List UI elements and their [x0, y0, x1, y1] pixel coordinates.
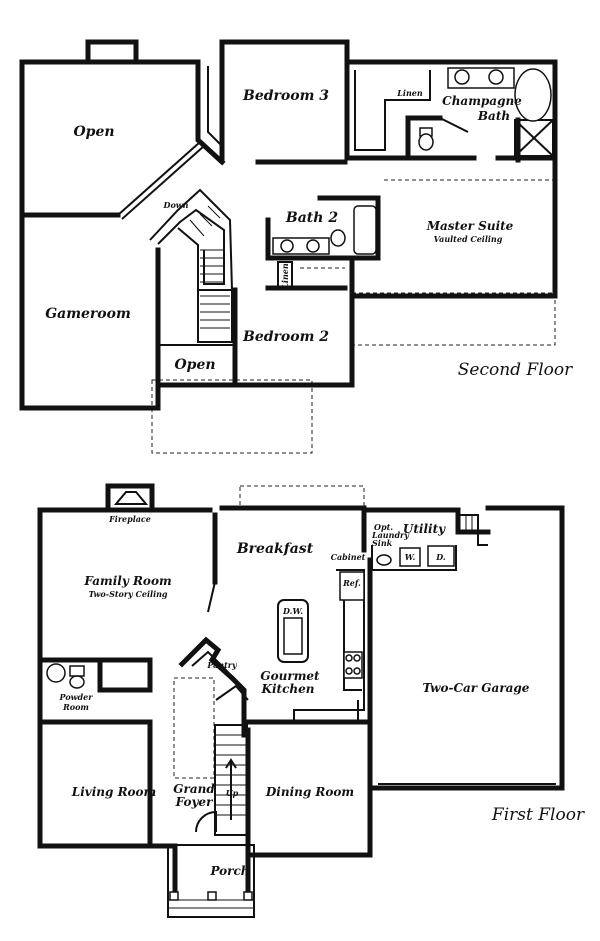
label-dryer: D. — [435, 552, 446, 562]
wall-garage — [367, 505, 565, 791]
label-bedroom3: Bedroom 3 — [242, 88, 329, 104]
open-to-below-outline — [151, 379, 313, 454]
wall-left — [37, 507, 178, 849]
toilet-door — [439, 117, 469, 133]
label-opt: Opt. — [374, 522, 393, 532]
porch-roof-outline — [351, 292, 556, 346]
wall-bath2 — [265, 217, 381, 261]
powder-closet — [97, 657, 153, 693]
label-powder-1: Powder — [59, 692, 94, 702]
door-swing — [207, 581, 216, 613]
label-utility: Utility — [403, 522, 446, 536]
refrigerator — [339, 571, 365, 601]
wall-top-right — [219, 39, 558, 163]
dryer — [427, 545, 455, 567]
label-vaulted: Vaulted Ceiling — [434, 234, 503, 244]
washer — [399, 547, 421, 567]
utility-stair — [458, 514, 488, 546]
label-champagne-1: Champagne — [442, 94, 522, 108]
kitchen-island — [277, 599, 309, 663]
closet-line — [207, 66, 223, 147]
chimney — [85, 39, 139, 65]
label-bedroom2: Bedroom 2 — [242, 329, 329, 345]
champagne-bath-fixtures — [418, 67, 552, 151]
label-breakfast: Breakfast — [236, 541, 314, 557]
foyer-dash — [173, 677, 215, 779]
wall-right — [349, 157, 558, 388]
label-cabinet: Cabinet — [331, 552, 366, 562]
label-linen-top: Linen — [396, 88, 423, 98]
label-up: Up — [226, 788, 239, 798]
second-floor-title: Second Floor — [458, 360, 573, 380]
label-gourmet-2: Kitchen — [261, 682, 315, 696]
second-floor-plan: Open Bedroom 3 Linen Champagne Bath Down… — [19, 39, 573, 454]
label-powder-2: Room — [62, 702, 89, 712]
label-ref: Ref. — [342, 578, 361, 588]
laundry-sink — [376, 554, 392, 566]
rail-open — [117, 141, 201, 216]
linen-counter — [354, 70, 431, 151]
cooktop — [343, 651, 363, 679]
stair-upper — [149, 188, 234, 343]
label-living-room: Living Room — [71, 785, 157, 799]
label-gameroom: Gameroom — [45, 306, 131, 322]
label-grand: Grand — [173, 782, 215, 796]
wall-utility-step — [455, 507, 491, 535]
counter-run — [343, 600, 362, 691]
fireplace — [105, 483, 155, 513]
label-family-note: Two-Story Ceiling — [88, 589, 167, 599]
label-gourmet-1: Gourmet — [260, 669, 320, 683]
wall-dining-right — [245, 557, 373, 858]
bay-window-outline — [239, 485, 365, 509]
porch-structure — [167, 844, 255, 918]
label-dw: D.W. — [282, 606, 303, 616]
label-laundry: Laundry — [371, 530, 410, 540]
label-sink: Sink — [372, 538, 393, 548]
label-linen-side: Linen — [280, 263, 290, 290]
label-bath2: Bath 2 — [285, 210, 338, 226]
rail-open-inner — [121, 145, 205, 220]
label-pantry: Pantry — [206, 660, 238, 670]
label-down: Down — [163, 200, 189, 210]
label-master-suite: Master Suite — [426, 219, 514, 233]
label-porch: Porch — [209, 864, 249, 878]
label-open-lower: Open — [174, 357, 215, 373]
powder-fixtures — [46, 663, 85, 689]
front-door-swing — [195, 810, 217, 833]
first-floor-plan: Fireplace Breakfast Opt. Laundry Sink Ut… — [37, 483, 585, 918]
label-champagne-2: Bath — [477, 109, 510, 123]
label-fireplace: Fireplace — [108, 514, 151, 524]
utility-counter — [371, 545, 457, 571]
label-foyer: Foyer — [175, 795, 214, 809]
label-washer: W. — [405, 552, 416, 562]
bath2-fixtures — [272, 205, 377, 255]
shower-x2 — [514, 119, 554, 157]
label-dining-room: Dining Room — [265, 785, 354, 799]
stair-main — [178, 636, 249, 836]
wall-left — [19, 59, 161, 411]
wall-hall-corner — [195, 59, 226, 166]
label-garage: Two-Car Garage — [423, 681, 530, 695]
label-open-upper: Open — [73, 124, 114, 140]
first-floor-title: First Floor — [491, 805, 585, 825]
label-family-room: Family Room — [83, 574, 171, 588]
